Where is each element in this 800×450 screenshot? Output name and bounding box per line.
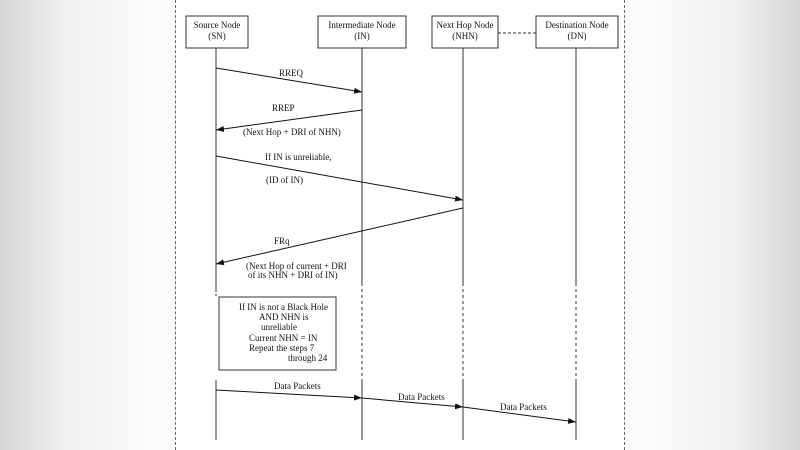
node-destination-abbr: (DN) [568,31,587,41]
label-frq-note-1: (Next Hop of current + DRI [246,261,347,271]
label-rrep-note: (Next Hop + DRI of NHN) [243,127,341,137]
note-line-2: AND NHN is [259,312,309,322]
arrow-data-nhn-dn [462,406,577,424]
arrow-if-unreliable [215,155,464,202]
node-intermediate: Intermediate Node (IN) [317,15,407,49]
node-intermediate-name: Intermediate Node [328,20,395,30]
label-rreq: RREQ [279,68,304,78]
diagram-canvas: Source Node (SN) Intermediate Node (IN) … [175,0,625,450]
node-next-hop-abbr: (NHN) [452,31,478,41]
note-line-5: Repeat the steps 7 [249,343,315,353]
node-source-name: Source Node [194,20,241,30]
node-destination: Destination Node (DN) [535,15,619,49]
label-data-packets-2: Data Packets [398,392,445,402]
note-line-6: through 24 [288,353,328,363]
arrow-data-in-nhn [361,397,464,410]
arrow-rrep [215,109,363,132]
label-data-packets-1: Data Packets [274,381,321,391]
node-source: Source Node (SN) [185,15,249,49]
label-id-of-in: (ID of IN) [266,175,303,185]
label-frq-note-2: of its NHN + DRI of IN) [248,270,338,280]
label-if-unreliable: If IN is unreliable, [265,152,331,162]
arrow-rreq [215,67,363,94]
node-intermediate-abbr: (IN) [354,31,370,41]
arrow-data-sn-in [215,389,363,401]
node-source-abbr: (SN) [208,31,226,41]
label-data-packets-3: Data Packets [500,402,547,412]
arrow-frq [215,207,464,266]
lifelines [215,48,577,440]
note-line-3: unreliable [261,322,297,332]
label-rrep: RREP [272,103,295,113]
label-frq: FRq [274,236,290,246]
sequence-diagram: Source Node (SN) Intermediate Node (IN) … [185,15,619,440]
note-line-4: Current NHN = IN [249,333,318,343]
node-destination-name: Destination Node [545,20,608,30]
condition-note-box: If IN is not a Black Hole AND NHN is unr… [218,296,337,371]
node-next-hop-name: Next Hop Node [437,20,494,30]
note-line-1: If IN is not a Black Hole [239,302,328,312]
node-next-hop: Next Hop Node (NHN) [431,15,499,49]
